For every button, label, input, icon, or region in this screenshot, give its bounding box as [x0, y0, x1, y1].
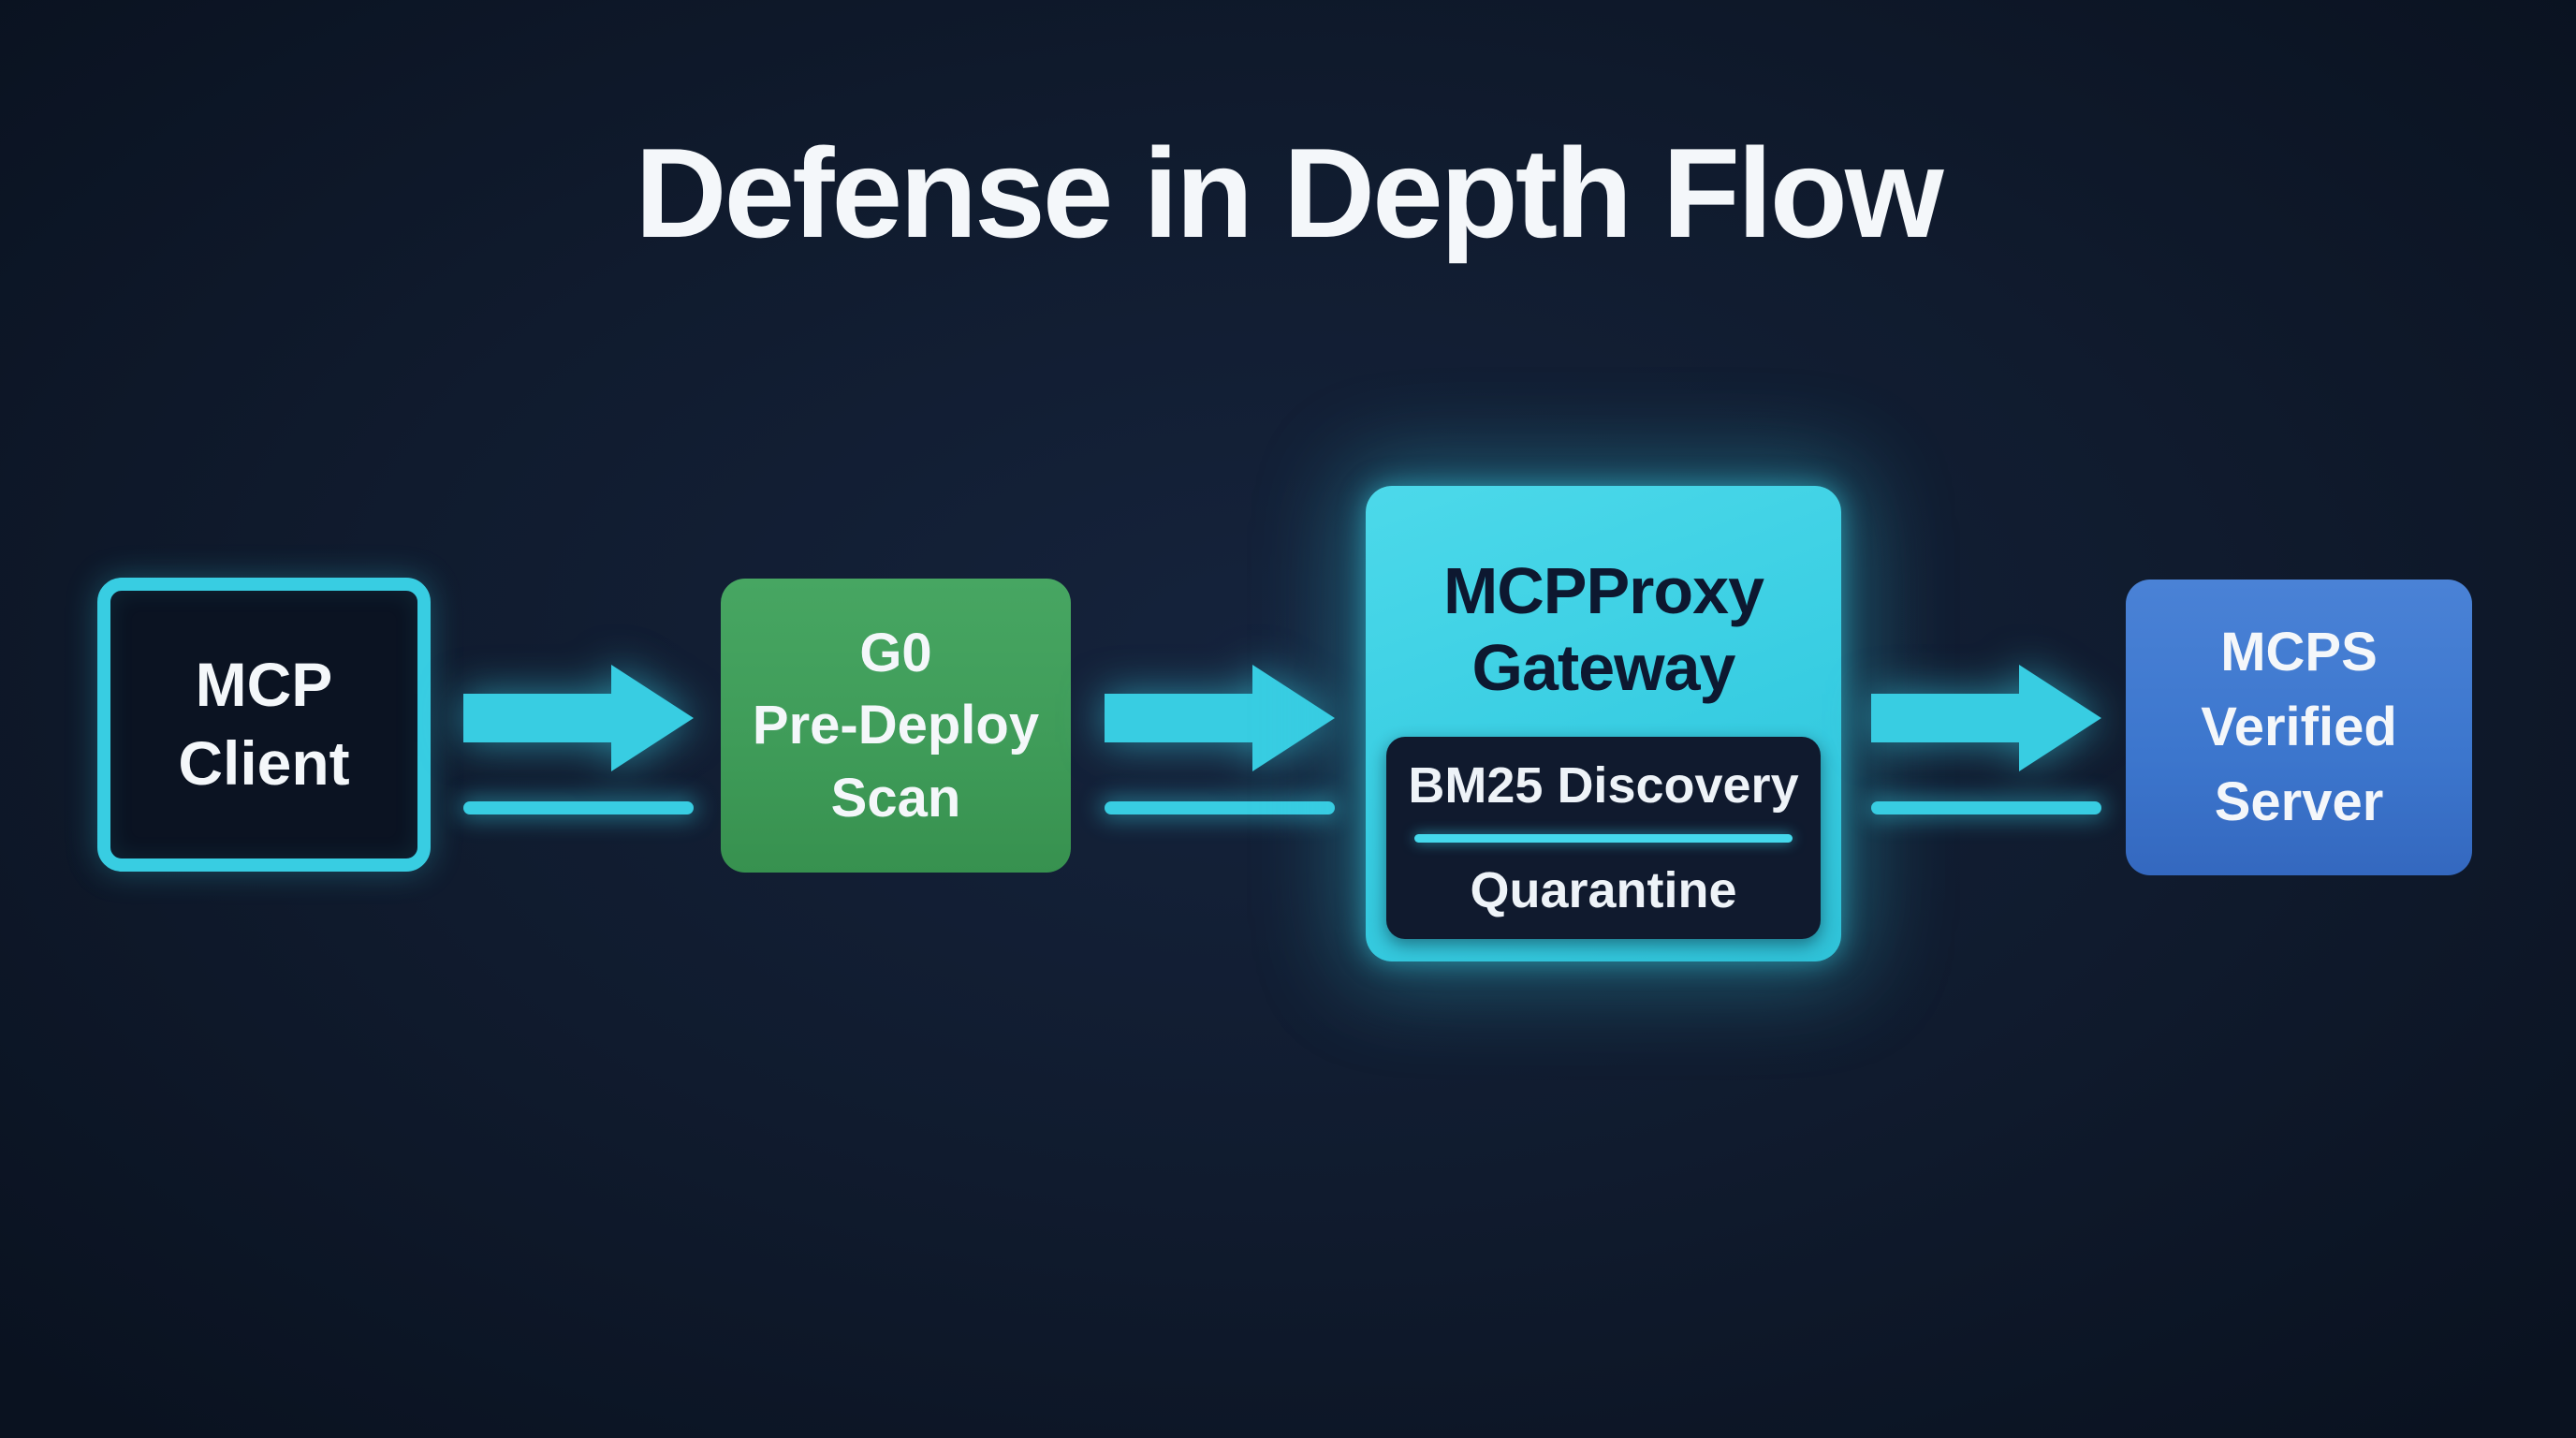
gateway-title: MCPProxy Gateway — [1366, 553, 1841, 707]
label-line: Gateway — [1471, 630, 1736, 704]
gateway-modules-panel: BM25 Discovery Quarantine — [1386, 737, 1821, 939]
flow-arrow-icon — [1105, 665, 1335, 771]
module-divider — [1414, 833, 1793, 843]
module-label: Quarantine — [1470, 862, 1737, 919]
node-mcpproxy-gateway: MCPProxy Gateway BM25 Discovery Quaranti… — [1366, 486, 1841, 961]
label-line: Client — [178, 728, 350, 798]
label-line: Scan — [830, 767, 961, 829]
flow-arrow-icon — [463, 665, 694, 771]
flow-line — [1871, 801, 2101, 814]
node-mcps-verified-server: MCPS Verified Server — [2126, 580, 2472, 875]
module-quarantine: Quarantine — [1386, 843, 1821, 940]
label-line: Pre-Deploy — [752, 695, 1040, 756]
diagram-title: Defense in Depth Flow — [635, 122, 1943, 264]
flow-arrow-icon — [1871, 665, 2101, 771]
flow-line — [463, 801, 694, 814]
node-g0-pre-deploy-scan-label: G0 Pre-Deploy Scan — [721, 617, 1071, 833]
label-line: Server — [2214, 771, 2384, 833]
module-bm25-discovery: BM25 Discovery — [1386, 737, 1821, 834]
node-mcp-client-label: MCP Client — [110, 646, 417, 803]
module-label: BM25 Discovery — [1408, 756, 1799, 814]
label-line: MCPProxy — [1442, 554, 1764, 627]
flow-line — [1105, 801, 1335, 814]
label-line: G0 — [859, 623, 932, 684]
node-g0-pre-deploy-scan: G0 Pre-Deploy Scan — [721, 579, 1071, 873]
label-line: MCP — [195, 650, 333, 720]
node-mcps-verified-server-label: MCPS Verified Server — [2126, 615, 2472, 840]
label-line: Verified — [2201, 696, 2397, 757]
node-mcp-client: MCP Client — [97, 578, 431, 872]
label-line: MCPS — [2220, 621, 2378, 682]
